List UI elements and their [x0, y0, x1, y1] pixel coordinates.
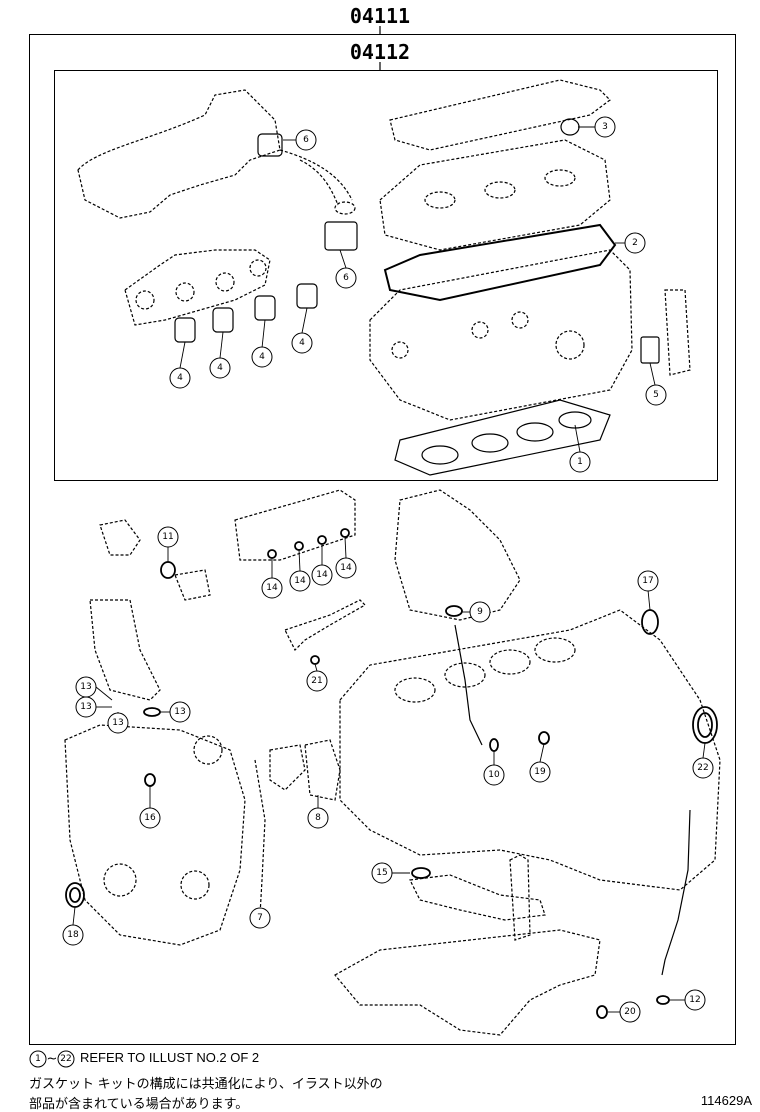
- callout-5: [645, 384, 667, 406]
- callout-14b: [289, 570, 311, 592]
- callout-22: [692, 757, 714, 779]
- svg-text:17: 17: [642, 576, 653, 586]
- callout-13d: [107, 712, 129, 734]
- svg-text:12: 12: [689, 995, 700, 1005]
- svg-text:8: 8: [315, 813, 321, 823]
- svg-text:16: 16: [144, 813, 156, 823]
- callout-13c: [169, 701, 191, 723]
- svg-text:4: 4: [217, 363, 223, 373]
- subkit-code: 04112: [349, 40, 411, 64]
- svg-text:13: 13: [112, 718, 123, 728]
- callout-17: [637, 570, 659, 592]
- callout-6b: [335, 267, 357, 289]
- callout-9: [469, 601, 491, 623]
- callout-10: [483, 764, 505, 786]
- svg-text:14: 14: [294, 576, 306, 586]
- callout-3: [594, 116, 616, 138]
- callout-14d: [335, 557, 357, 579]
- intake-pipe-part: [77, 89, 356, 219]
- subkit-frame: [54, 70, 718, 481]
- callout-20: [619, 1001, 641, 1023]
- callout-1: [569, 451, 591, 473]
- svg-text:13: 13: [174, 707, 185, 717]
- svg-text:9: 9: [477, 607, 483, 617]
- svg-text:14: 14: [316, 570, 328, 580]
- svg-text:3: 3: [602, 122, 608, 132]
- dipstick-part: [661, 809, 691, 976]
- svg-text:14: 14: [340, 563, 352, 573]
- svg-text:21: 21: [311, 676, 322, 686]
- callout-4d: [291, 332, 313, 354]
- kit-frame: [29, 34, 736, 1045]
- callout-8: [307, 807, 329, 829]
- callout-13b: [75, 696, 97, 718]
- callout-19: [529, 761, 551, 783]
- callout-14c: [311, 564, 333, 586]
- range-sep: ~: [47, 1052, 58, 1067]
- valve-cover-gasket-part: [383, 223, 617, 302]
- kit-code: 04111: [349, 4, 411, 28]
- svg-text:18: 18: [67, 930, 79, 940]
- svg-text:22: 22: [697, 763, 708, 773]
- valve-cover-part: [379, 79, 611, 251]
- svg-text:2: 2: [632, 238, 638, 248]
- callout-18: [62, 924, 84, 946]
- callout-21: [306, 670, 328, 692]
- callout-14a: [261, 577, 283, 599]
- range-start: 1: [35, 1054, 41, 1064]
- svg-text:13: 13: [80, 702, 91, 712]
- svg-text:13: 13: [80, 682, 91, 692]
- svg-text:4: 4: [177, 373, 183, 383]
- svg-text:20: 20: [624, 1007, 636, 1017]
- callout-4c: [251, 346, 273, 368]
- svg-text:5: 5: [653, 390, 659, 400]
- callout-11: [157, 526, 179, 548]
- svg-text:6: 6: [343, 273, 349, 283]
- refer-note: REFER TO ILLUST NO.2 OF 2: [80, 1050, 260, 1065]
- cylinder-block-part: [339, 489, 721, 891]
- range-end: 22: [60, 1054, 71, 1064]
- svg-text:6: 6: [303, 135, 309, 145]
- head-gasket-part: [394, 399, 611, 476]
- timing-cover-part: [64, 599, 266, 946]
- cylinder-head-part: [369, 249, 691, 421]
- svg-text:11: 11: [162, 532, 173, 542]
- japanese-note-line1: ガスケット キットの構成には共通化により、イラスト以外の: [29, 1076, 383, 1091]
- oil-pan-part: [334, 854, 601, 1036]
- callout-2: [624, 232, 646, 254]
- callout-15: [371, 862, 393, 884]
- svg-text:15: 15: [376, 868, 387, 878]
- lower-manifold-part: [234, 489, 366, 652]
- figure-id: 114629A: [700, 1093, 752, 1108]
- callout-6a: [295, 129, 317, 151]
- callout-4b: [209, 357, 231, 379]
- svg-text:4: 4: [299, 338, 305, 348]
- callout-12: [684, 989, 706, 1011]
- svg-text:10: 10: [488, 770, 500, 780]
- japanese-note-line2: 部品が含まれている場合があります。: [29, 1096, 249, 1111]
- svg-text:4: 4: [259, 352, 265, 362]
- water-pump-part: [99, 519, 341, 801]
- svg-text:19: 19: [534, 767, 546, 777]
- callout-4a: [169, 367, 191, 389]
- exhaust-manifold-part: [124, 249, 271, 326]
- svg-text:14: 14: [266, 583, 278, 593]
- svg-text:1: 1: [577, 457, 583, 467]
- callout-7: [249, 907, 271, 929]
- svg-text:7: 7: [257, 913, 263, 923]
- callout-16: [139, 807, 161, 829]
